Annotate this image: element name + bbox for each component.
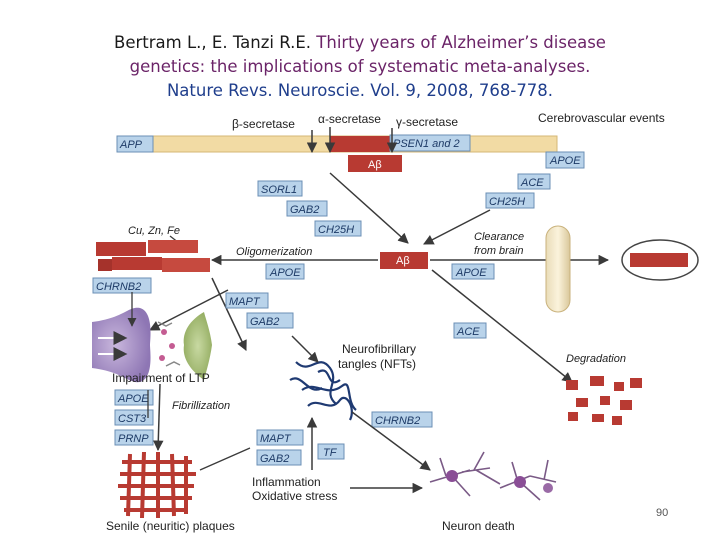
gene-box-tf <box>317 443 345 460</box>
oligomer-1 <box>96 242 146 256</box>
arrow-to-synapse <box>149 289 229 331</box>
synapse-postsynaptic <box>183 312 212 380</box>
line-plaque-inflammation <box>199 447 251 471</box>
synapse-receptor-1 <box>157 321 173 327</box>
label-gamma-secretase: γ-secretase <box>396 115 458 129</box>
gene-box-cst3 <box>114 409 154 426</box>
neurotransmitter-3 <box>159 355 165 361</box>
abeta-top-label: Aβ <box>368 159 382 171</box>
label-oxidative-stress: Oxidative stress <box>252 489 337 503</box>
arrow-ch25h-to-abeta <box>423 209 491 245</box>
gene-label-cst3: CST3 <box>118 413 147 425</box>
gene-box-apoe-mid <box>265 263 305 280</box>
neuron-body-3 <box>543 483 553 493</box>
neuron-body-2 <box>514 476 526 488</box>
gene-label-tf: TF <box>323 447 338 459</box>
gene-box-mapt-b <box>256 429 304 446</box>
abeta-mid-label: Aβ <box>396 255 410 267</box>
gene-label-apoe-mid: APOE <box>269 267 301 279</box>
gene-box-mapt-a <box>225 292 269 309</box>
gene-box-ace-top <box>517 173 551 190</box>
gene-label-gab2-b: GAB2 <box>250 316 279 328</box>
synapse-receptor-2 <box>165 361 181 367</box>
oligomer-3 <box>112 257 162 270</box>
gene-box-chrnb2-left <box>92 277 152 294</box>
arrow-abeta-to-abeta-mid <box>329 172 409 244</box>
label-fibrillization: Fibrillization <box>172 400 230 412</box>
gene-label-ch25h-mid: CH25H <box>318 224 354 236</box>
gene-label-mapt-b: MAPT <box>260 433 292 445</box>
citation-journal: Nature Revs. Neuroscie. Vol. 9, 2008, 76… <box>166 81 554 100</box>
label-beta-secretase: β-secretase <box>232 117 295 131</box>
gene-box-apoe-top <box>545 151 585 169</box>
arrow-degradation <box>431 269 573 383</box>
arrow-to-nft <box>291 335 319 363</box>
label-impairment-ltp: Impairment of LTP <box>112 371 210 385</box>
gene-box-prnp <box>114 429 154 446</box>
arrow-to-neuron-death <box>351 411 431 471</box>
citation-title-part-1: Thirty years of Alzheimer’s disease <box>316 33 606 52</box>
gene-label-ace-top: ACE <box>520 177 544 189</box>
gene-box-gab2-b <box>246 312 294 329</box>
neurotransmitter-2 <box>169 343 175 349</box>
gene-label-ch25h-right: CH25H <box>489 196 525 208</box>
abeta-mid-block <box>380 252 428 269</box>
gene-box-apoe-right <box>451 263 495 280</box>
label-clearance-2: from brain <box>474 245 524 257</box>
gene-label-psen: PSEN1 and 2 <box>393 138 460 150</box>
label-alpha-secretase: α-secretase <box>318 112 381 126</box>
label-nft-2: tangles (NFTs) <box>338 357 416 371</box>
arrow-oligomer-to-nft <box>211 277 247 351</box>
label-clearance-1: Clearance <box>474 231 524 243</box>
gene-label-sorl1: SORL1 <box>261 184 297 196</box>
label-metals: Cu, Zn, Fe <box>128 225 180 237</box>
vessel-abeta <box>630 253 688 267</box>
neurotransmitter-1 <box>161 329 167 335</box>
oligomer-4 <box>162 258 210 272</box>
oligomer-2 <box>148 240 198 253</box>
degradation-fragments <box>566 376 642 425</box>
label-degradation: Degradation <box>566 353 626 365</box>
gene-box-app <box>116 135 154 153</box>
gene-label-mapt-a: MAPT <box>229 296 261 308</box>
gene-label-gab2-c: GAB2 <box>260 453 289 465</box>
gene-label-app: APP <box>119 139 143 151</box>
title-line-1: Bertram L., E. Tanzi R.E. Thirty years o… <box>0 31 720 55</box>
page-number: 90 <box>656 507 669 519</box>
label-nft-1: Neurofibrillary <box>342 342 416 356</box>
label-neuron-death: Neuron death <box>442 519 515 533</box>
abeta-segment <box>330 136 390 152</box>
citation-authors: Bertram L., E. Tanzi R.E. <box>114 33 312 52</box>
nft-tangles <box>289 361 357 421</box>
label-senile-plaques: Senile (neuritic) plaques <box>106 519 235 533</box>
gene-box-chrnb2-mid <box>371 411 433 428</box>
senile-plaque-mesh <box>118 451 196 519</box>
gene-box-gab2-c <box>256 449 302 466</box>
gene-label-apoe-top: APOE <box>549 155 581 167</box>
gene-box-ch25h-mid <box>314 220 362 237</box>
gene-label-ace-mid: ACE <box>456 326 480 338</box>
neuron-body-1 <box>446 470 458 482</box>
oligomer-5 <box>98 259 112 271</box>
gene-label-apoe-low: APOE <box>117 393 149 405</box>
gene-box-sorl1 <box>257 180 303 197</box>
label-oligomerization: Oligomerization <box>236 246 312 258</box>
blood-vessel-tube <box>545 225 571 313</box>
gene-box-ch25h-right <box>485 192 535 209</box>
gene-label-apoe-right: APOE <box>455 267 487 279</box>
gene-label-chrnb2-left: CHRNB2 <box>96 281 141 293</box>
arrow-to-plaques <box>153 383 164 452</box>
gene-label-chrnb2-mid: CHRNB2 <box>375 415 420 427</box>
label-inflammation: Inflammation <box>252 475 321 489</box>
citation-title-part-2: genetics: the implications of systematic… <box>129 57 591 76</box>
abeta-top-block <box>348 155 402 172</box>
gene-box-apoe-low <box>114 389 154 406</box>
gene-label-gab2-a: GAB2 <box>290 204 319 216</box>
gene-box-ace-mid <box>453 322 487 339</box>
label-cerebrovascular-events: Cerebrovascular events <box>538 111 665 125</box>
gene-label-prnp: PRNP <box>118 433 149 445</box>
gene-box-gab2-a <box>286 200 328 217</box>
